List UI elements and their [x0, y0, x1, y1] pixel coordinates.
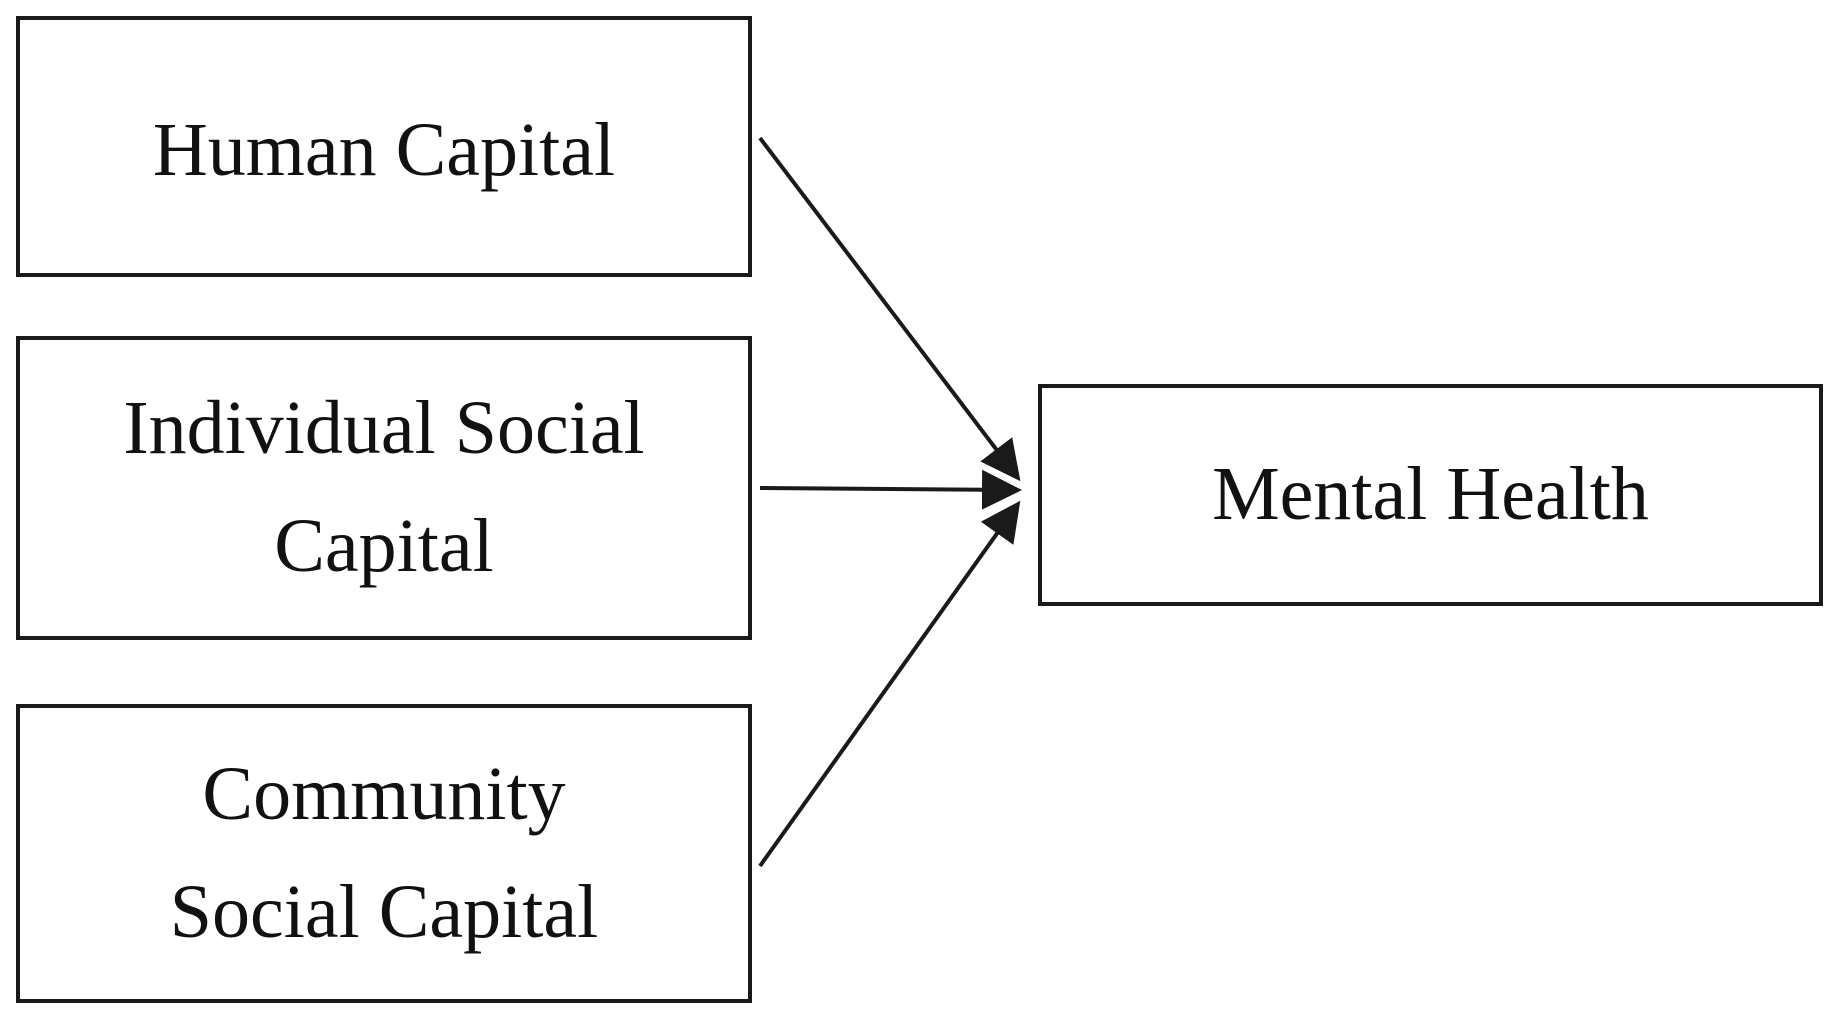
node-label-line: Mental Health [1212, 452, 1649, 537]
arrow-community-to-mental [758, 500, 1021, 868]
node-human-capital: Human Capital [16, 16, 752, 277]
node-label-line: Social Capital [169, 869, 599, 954]
node-individual-social-capital: Individual Social Capital [16, 336, 752, 640]
node-label-line: Individual Social [123, 386, 645, 471]
arrow-individual-to-mental [759, 469, 1022, 510]
node-label-line: Human Capital [152, 108, 616, 192]
node-community-social-capital: Community Social Capital [16, 704, 752, 1003]
node-mental-health: Mental Health [1038, 384, 1823, 606]
arrow-human-to-mental [758, 136, 1021, 482]
node-label-line: Community [202, 751, 566, 836]
node-label-line: Capital [274, 504, 494, 588]
